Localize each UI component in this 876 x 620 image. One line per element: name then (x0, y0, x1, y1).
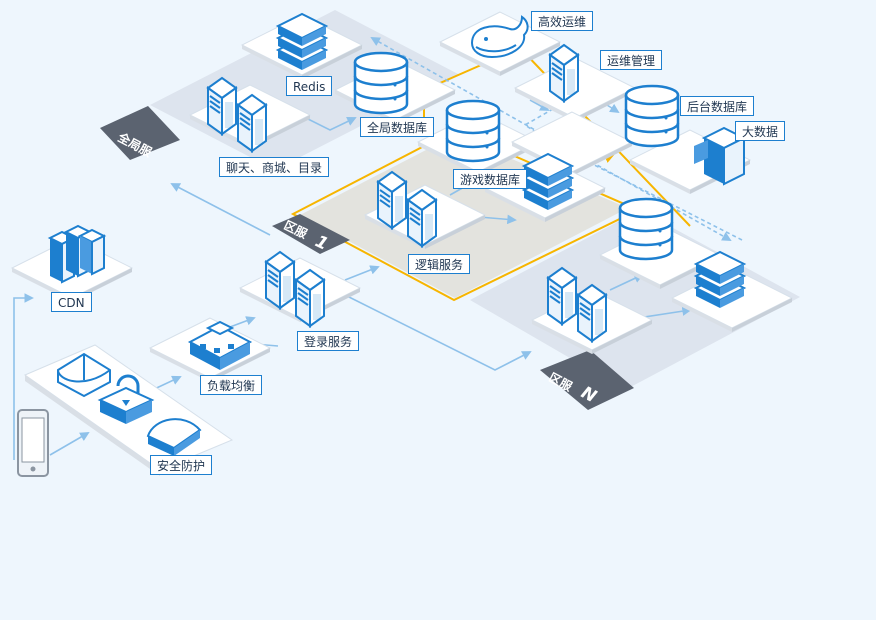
logic-server-icon (407, 189, 437, 247)
cdn-icon (47, 224, 107, 284)
fan-icon (146, 418, 202, 456)
load-balancer-icon (187, 320, 253, 370)
zone-tag-global (100, 106, 180, 160)
lock-icon (97, 374, 155, 424)
backend-database-icon (624, 84, 680, 148)
label-logic-service: 逻辑服务 (408, 254, 471, 274)
ops-server-icon (549, 44, 579, 102)
zone-n-server-icon (577, 284, 607, 342)
zone-n-database-icon (618, 197, 674, 261)
zone-tag-n (540, 350, 634, 410)
label-cdn: CDN (51, 292, 92, 312)
label-dashuju: 大数据 (735, 121, 786, 141)
label-global-db: 全局数据库 (360, 117, 435, 137)
whale-icon (470, 15, 529, 59)
database-icon (353, 51, 409, 115)
redis-stack-icon (277, 13, 327, 71)
label-login-service: 登录服务 (297, 331, 360, 351)
big-data-icon (694, 126, 747, 186)
zone-tag-1 (272, 214, 350, 254)
label-houtai-db: 后台数据库 (680, 96, 755, 116)
label-yunwei-guanli: 运维管理 (600, 50, 663, 70)
label-security: 安全防护 (150, 455, 213, 475)
server-icon (237, 94, 267, 152)
label-load-balancer: 负载均衡 (200, 375, 263, 395)
zone-n-server-icon (547, 267, 577, 325)
zone-n-stack-icon (695, 251, 745, 309)
server-icon (207, 77, 237, 135)
label-chat-mall-catalog: 聊天、商城、目录 (219, 157, 330, 177)
game-database-icon (445, 99, 501, 163)
shield-icon (57, 352, 111, 398)
login-server-icon (265, 251, 295, 309)
cache-stack-icon (523, 153, 573, 211)
phone-icon (17, 409, 49, 477)
label-redis: Redis (286, 76, 333, 96)
label-gaoxiao-yunwei: 高效运维 (531, 11, 594, 31)
login-server-icon (295, 269, 325, 327)
label-game-db: 游戏数据库 (453, 169, 528, 189)
logic-server-icon (377, 171, 407, 229)
